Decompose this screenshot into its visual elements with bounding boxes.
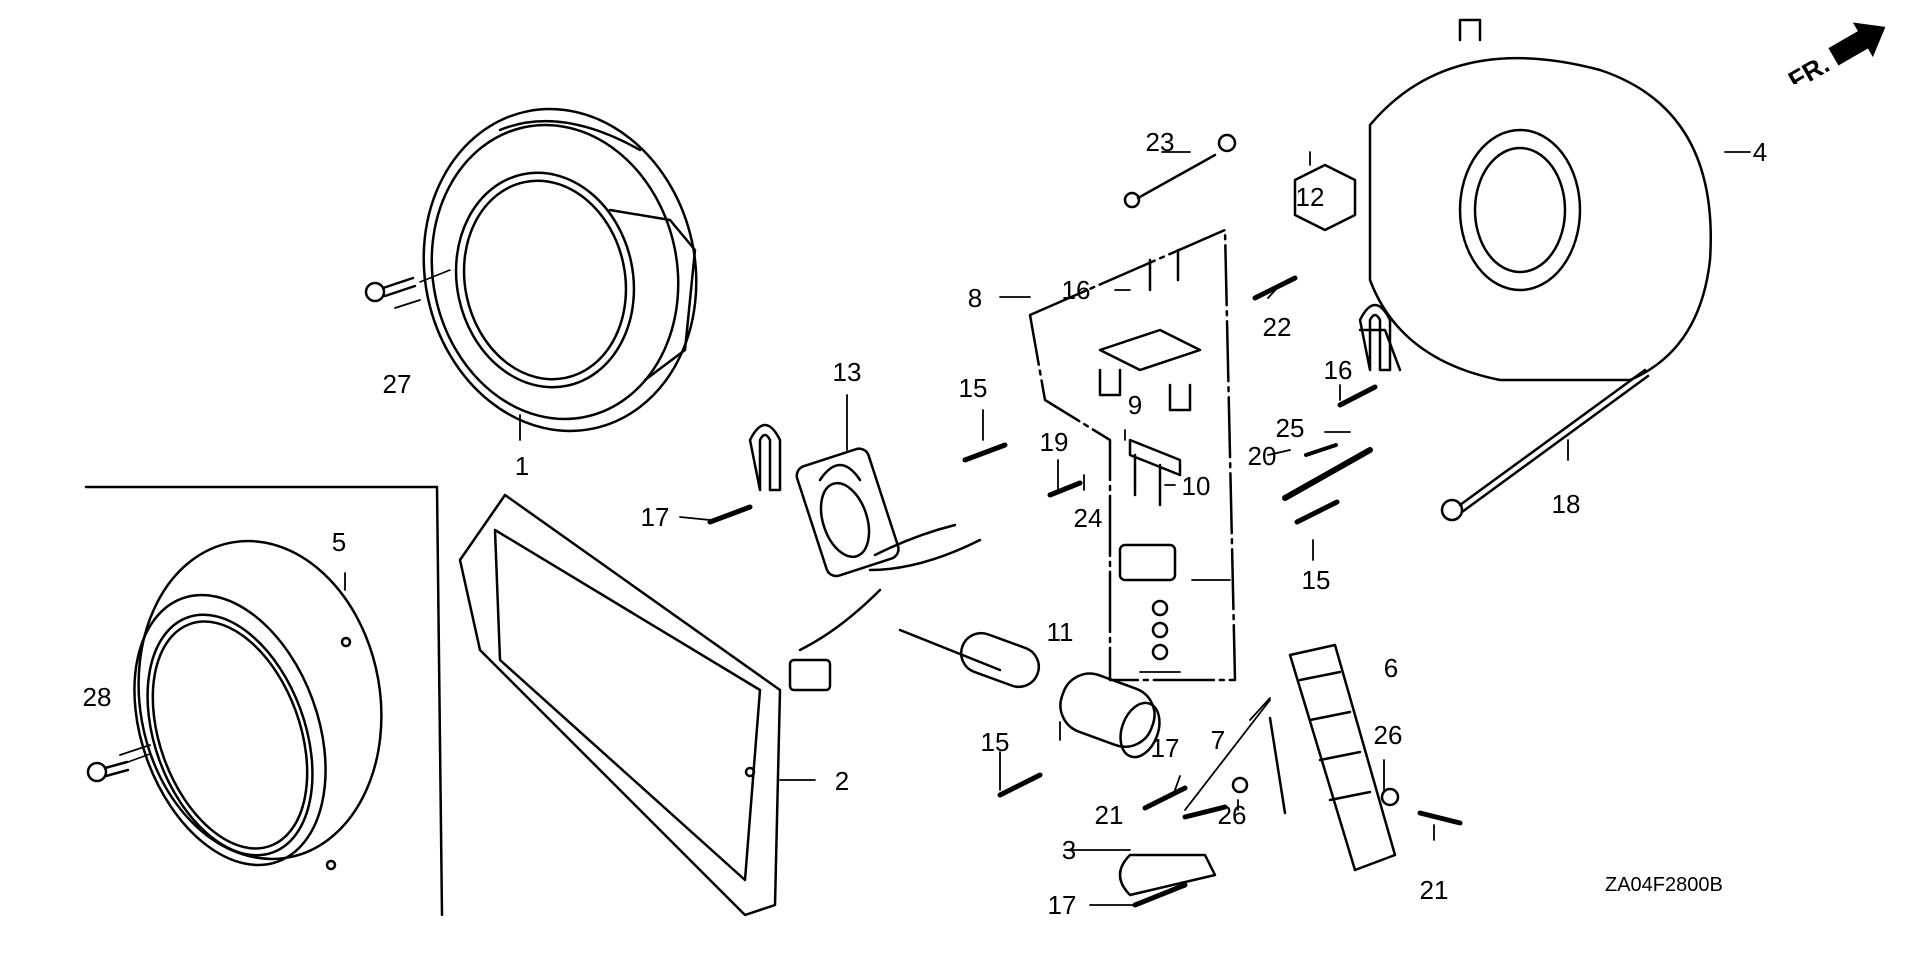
rear-housing-part-4 <box>1358 18 1712 382</box>
module-part-13 <box>788 447 1041 692</box>
gasket-part-2 <box>458 493 782 917</box>
part-label-2: 2 <box>834 766 850 796</box>
part-label-21-a: 21 <box>1094 800 1124 830</box>
part-label-17-c: 17 <box>1047 890 1077 920</box>
part-label-25: 25 <box>1275 413 1305 443</box>
group-frame-5 <box>84 485 444 917</box>
part-label-23: 23 <box>1145 127 1175 157</box>
part-label-12: 12 <box>1295 182 1325 212</box>
part-label-5: 5 <box>331 527 347 557</box>
part-label-24: 24 <box>1073 503 1103 533</box>
leader-lines <box>119 151 1751 906</box>
part-label-8: 8 <box>967 283 983 313</box>
part-label-15-c: 15 <box>1301 565 1331 595</box>
part-label-16-b: 16 <box>1323 355 1353 385</box>
clamp-part-3 <box>1118 853 1217 897</box>
fan-cover-part <box>422 107 698 433</box>
washer-26-left <box>1231 776 1249 794</box>
group-frame-8 <box>1028 228 1237 682</box>
part-label-4: 4 <box>1752 137 1768 167</box>
part-label-18: 18 <box>1551 489 1581 519</box>
front-label: FR. <box>1783 49 1834 84</box>
part-label-10: 10 <box>1181 471 1211 501</box>
strip-part-7 <box>1268 716 1287 815</box>
part-label-13: 13 <box>832 357 862 387</box>
connector-part-12 <box>1293 163 1357 232</box>
part-label-22: 22 <box>1262 312 1292 342</box>
part-label-28: 28 <box>82 682 112 712</box>
part-label-3: 3 <box>1061 835 1077 865</box>
small-screws <box>707 384 1463 908</box>
part-label-19: 19 <box>1039 427 1069 457</box>
screw-22 <box>1252 275 1298 301</box>
bolt-28 <box>86 753 151 783</box>
part-label-11: 11 <box>1046 617 1074 647</box>
part-label-9: 9 <box>1127 390 1143 420</box>
long-bolt-18 <box>1440 368 1650 522</box>
ring-part-5 <box>133 539 383 871</box>
part-label-17-a: 17 <box>640 502 670 532</box>
terminal-parts <box>1098 248 1202 661</box>
terminal-block-part-6 <box>1288 643 1397 872</box>
part-label-1: 1 <box>514 451 530 481</box>
part-label-20: 20 <box>1247 441 1277 471</box>
part-label-6: 6 <box>1383 653 1399 683</box>
washer-26-right <box>1380 787 1400 807</box>
arrow-up-right-icon: FR. <box>1783 22 1886 96</box>
part-label-15-a: 15 <box>958 373 988 403</box>
drawing-code: ZA04F2800B <box>1605 874 1723 896</box>
sleeve-part-11 <box>1059 672 1161 759</box>
long-bolt-23 <box>1123 133 1237 209</box>
part-label-15-b: 15 <box>980 727 1010 757</box>
front-direction-indicator: FR. <box>1772 14 1902 96</box>
part-label-21-b: 21 <box>1419 875 1449 905</box>
part-label-16-a: 16 <box>1061 275 1091 305</box>
part-label-7: 7 <box>1210 725 1226 755</box>
clip-near-16 <box>1358 303 1392 372</box>
bolt-27 <box>364 269 451 303</box>
part-label-17-b: 17 <box>1150 733 1180 763</box>
part-label-26-b: 26 <box>1373 720 1403 750</box>
part-label-27: 27 <box>382 369 412 399</box>
clip-near-13 <box>748 423 782 492</box>
part-label-26-a: 26 <box>1217 800 1247 830</box>
